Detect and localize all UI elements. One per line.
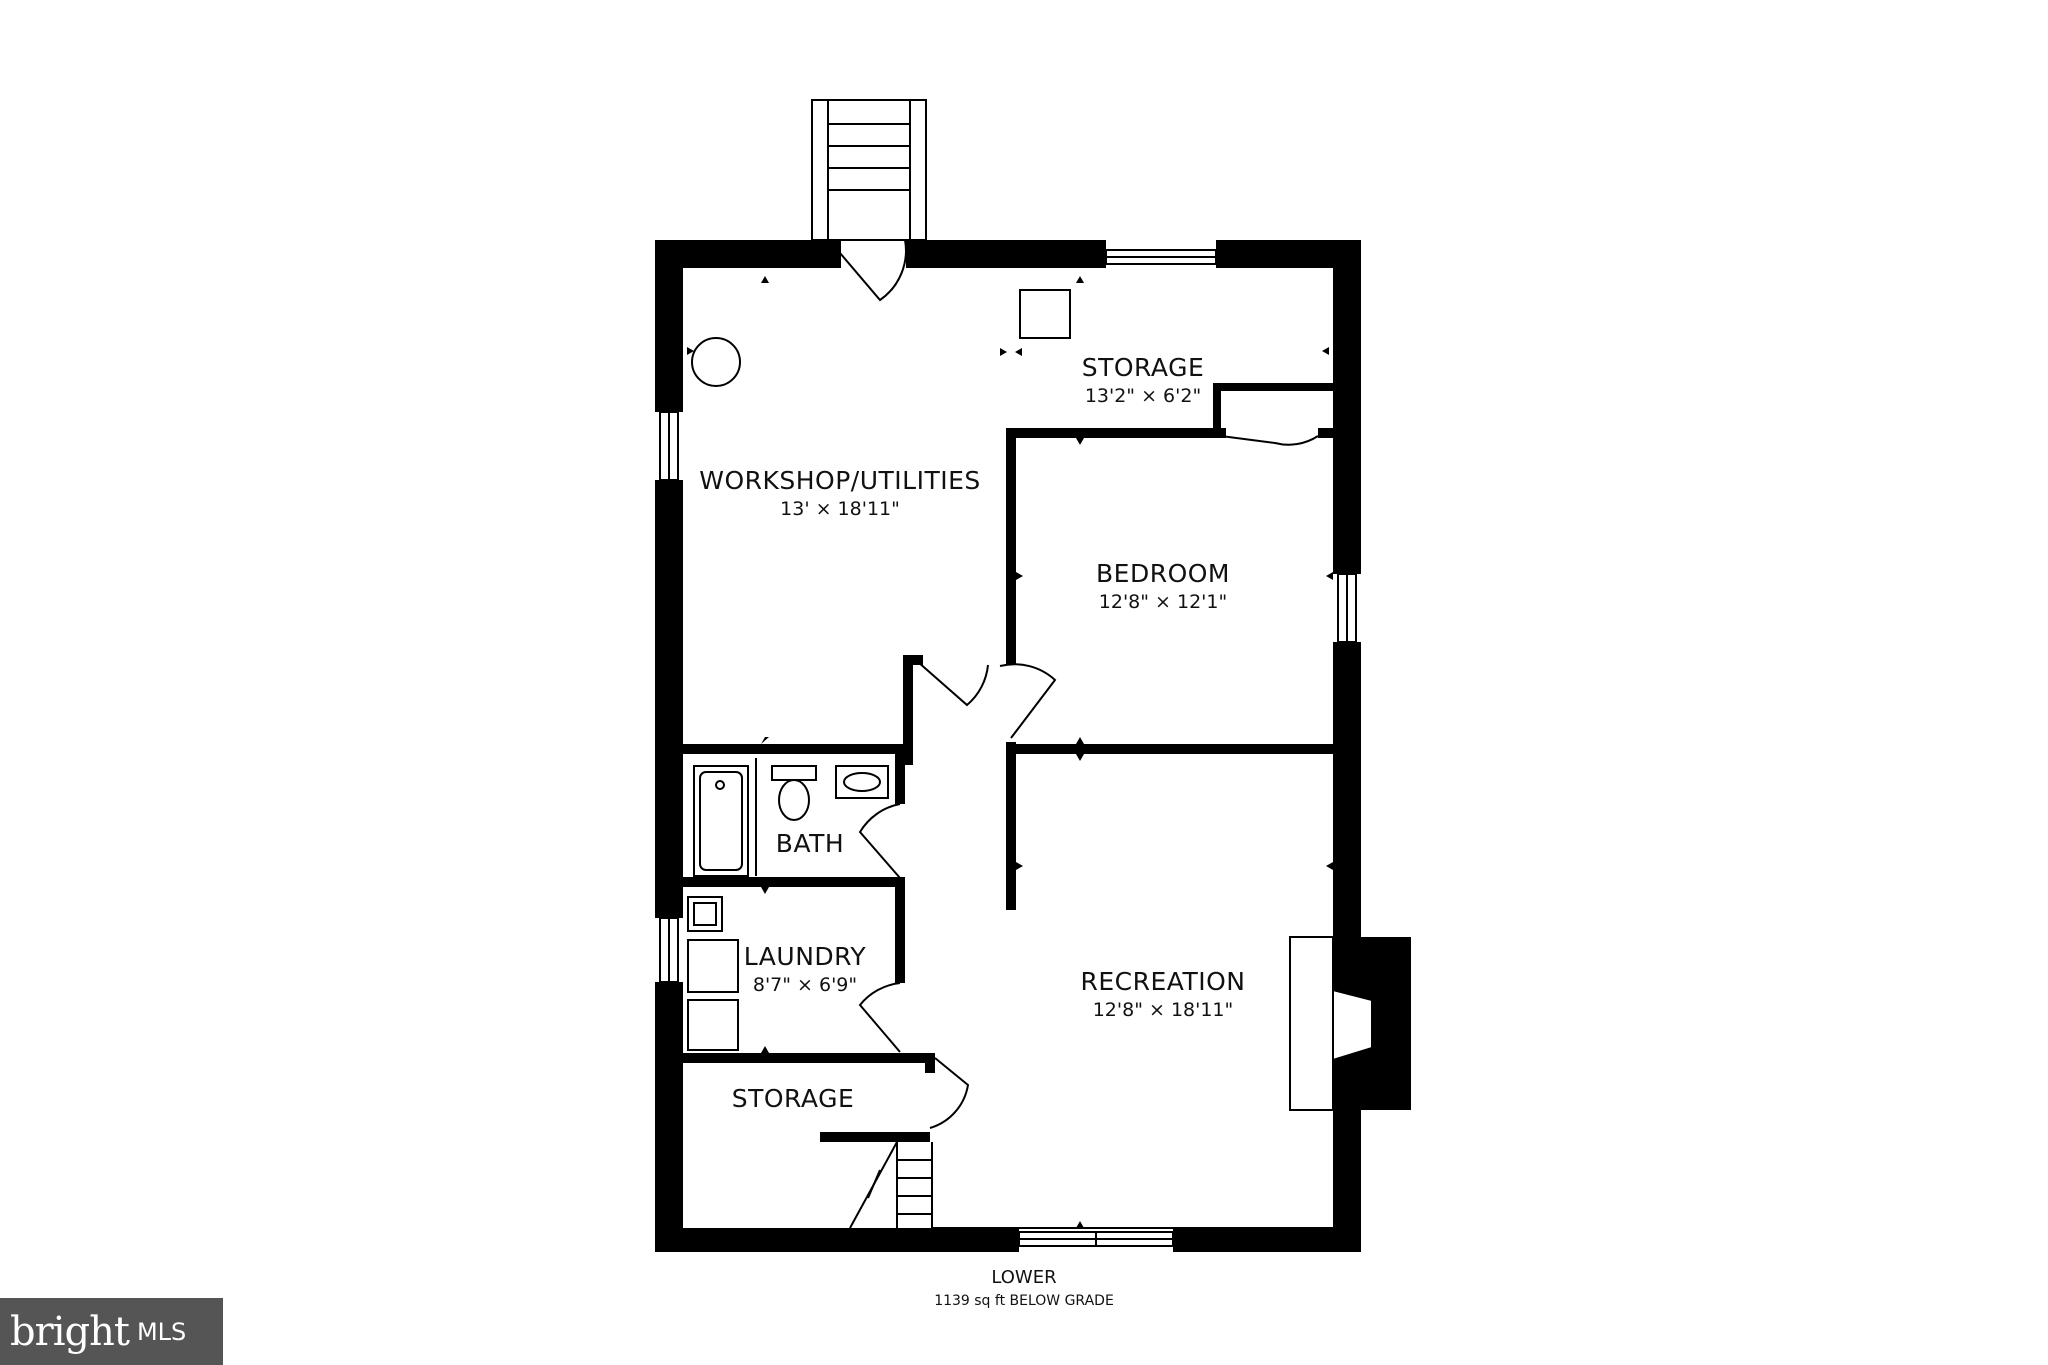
bedroom-name: BEDROOM — [1096, 559, 1230, 588]
storage-bottom-name: STORAGE — [732, 1084, 855, 1113]
laundry-name: LAUNDRY — [744, 942, 867, 971]
interior-stairs — [849, 1141, 1333, 1229]
recreation-dims: 12'8" × 18'11" — [1093, 999, 1234, 1021]
exterior-stairs — [811, 99, 927, 241]
workshop-name: WORKSHOP/UTILITIES — [699, 466, 981, 495]
recreation-name: RECREATION — [1081, 967, 1246, 996]
fixtures — [687, 289, 1373, 1111]
water-heater-icon — [691, 337, 741, 387]
logo-suffix: MLS — [136, 1317, 187, 1346]
toilet-tank-icon — [771, 765, 817, 781]
fireplace-firebox-icon — [1332, 988, 1373, 1062]
bedroom-dims: 12'8" × 12'1" — [1099, 591, 1227, 613]
bath-name: BATH — [776, 829, 844, 858]
interior-walls — [683, 383, 1338, 1142]
area-caption: 1139 sq ft BELOW GRADE — [934, 1293, 1114, 1309]
storage-top-name: STORAGE — [1082, 353, 1205, 382]
fireplace-hearth-icon — [1289, 936, 1334, 1111]
bright-mls-logo: bright MLS — [0, 1298, 223, 1365]
exterior-walls — [655, 240, 1411, 1252]
logo-brand: bright — [10, 1308, 130, 1355]
workshop-dims: 13' × 18'11" — [780, 498, 900, 520]
laundry-dims: 8'7" × 6'9" — [753, 974, 857, 996]
dryer-icon — [687, 999, 739, 1051]
dimension-markers — [687, 276, 1333, 1228]
windows — [659, 249, 1357, 1247]
furnace-icon — [1019, 289, 1071, 339]
storage-top-dims: 13'2" × 6'2" — [1085, 385, 1201, 407]
toilet-icon — [778, 779, 810, 821]
bathtub-icon — [693, 765, 749, 877]
door-swings — [839, 239, 1319, 1129]
level-caption: LOWER — [991, 1267, 1056, 1288]
washer-icon — [687, 939, 739, 993]
